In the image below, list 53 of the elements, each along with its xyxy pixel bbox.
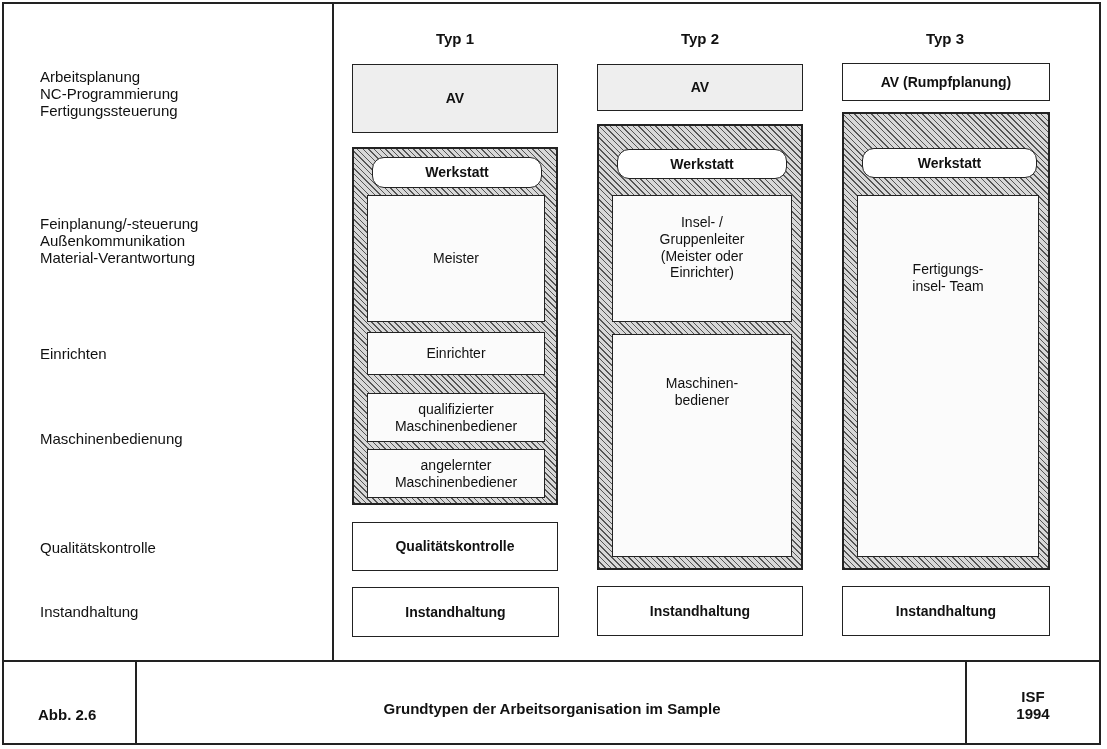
caption: Grundtypen der Arbeitsorganisation im Sample: [382, 700, 722, 717]
task-label: Material-Verantwortung: [40, 249, 196, 267]
column-heading: Typ 3: [925, 30, 965, 48]
role-box: [367, 195, 545, 322]
column-heading: Typ 2: [680, 30, 720, 48]
role-box: [612, 334, 792, 557]
box-text: Maschinen- bediener: [664, 375, 740, 409]
box-text: AV: [690, 79, 710, 96]
box-text: Insel- / Gruppenleiter (Meister oder Einrichter): [658, 214, 746, 282]
task-label: Qualitätskontrolle: [40, 539, 156, 557]
column-heading: Typ 1: [435, 30, 475, 48]
task-box: [597, 586, 803, 636]
source-note: ISF 1994: [1015, 688, 1051, 723]
av-box: [352, 64, 558, 133]
task-box: [842, 63, 1050, 101]
box-text: Einrichter: [426, 345, 486, 362]
box-text: Qualitätskontrolle: [395, 538, 515, 555]
role-box: [367, 332, 545, 375]
box-text: Instandhaltung: [649, 602, 751, 620]
task-label: Maschinenbedienung: [40, 430, 183, 448]
workshop-panel: [597, 124, 803, 570]
role-box: [612, 195, 792, 322]
task-label: NC-Programmierung: [40, 85, 179, 103]
task-box: [352, 522, 558, 571]
box-text: Werkstatt: [917, 154, 982, 172]
role-box: [367, 393, 545, 442]
box-text: Werkstatt: [670, 155, 734, 173]
task-box: [842, 586, 1050, 636]
task-label: Fertigungssteuerung: [40, 102, 178, 120]
box-text: AV (Rumpfplanung): [880, 73, 1012, 91]
workshop-pill: [862, 148, 1037, 178]
workshop-pill: [617, 149, 787, 179]
workshop-panel: [842, 112, 1050, 570]
workshop-pill: [372, 157, 542, 188]
box-text: Instandhaltung: [895, 602, 997, 620]
box-text: Fertigungs- insel- Team: [911, 261, 985, 295]
box-text: Meister: [433, 250, 479, 267]
task-label: Außenkommunikation: [40, 232, 186, 250]
task-box: [352, 587, 559, 637]
task-label: Einrichten: [40, 345, 107, 363]
workshop-panel: [352, 147, 558, 505]
figure-number: Abb. 2.6: [38, 706, 97, 724]
task-label: Feinplanung/-steuerung: [40, 215, 199, 233]
task-label: Arbeitsplanung: [40, 68, 141, 86]
av-box: [597, 64, 803, 111]
box-text: angelernter Maschinenbediener: [393, 456, 519, 491]
box-text: AV: [445, 90, 465, 107]
role-box: [367, 449, 545, 498]
task-label: Instandhaltung: [40, 603, 139, 621]
role-box: [857, 195, 1039, 557]
box-text: qualifizierter Maschinenbediener: [393, 400, 519, 435]
box-text: Werkstatt: [425, 164, 489, 181]
box-text: Instandhaltung: [405, 603, 506, 621]
